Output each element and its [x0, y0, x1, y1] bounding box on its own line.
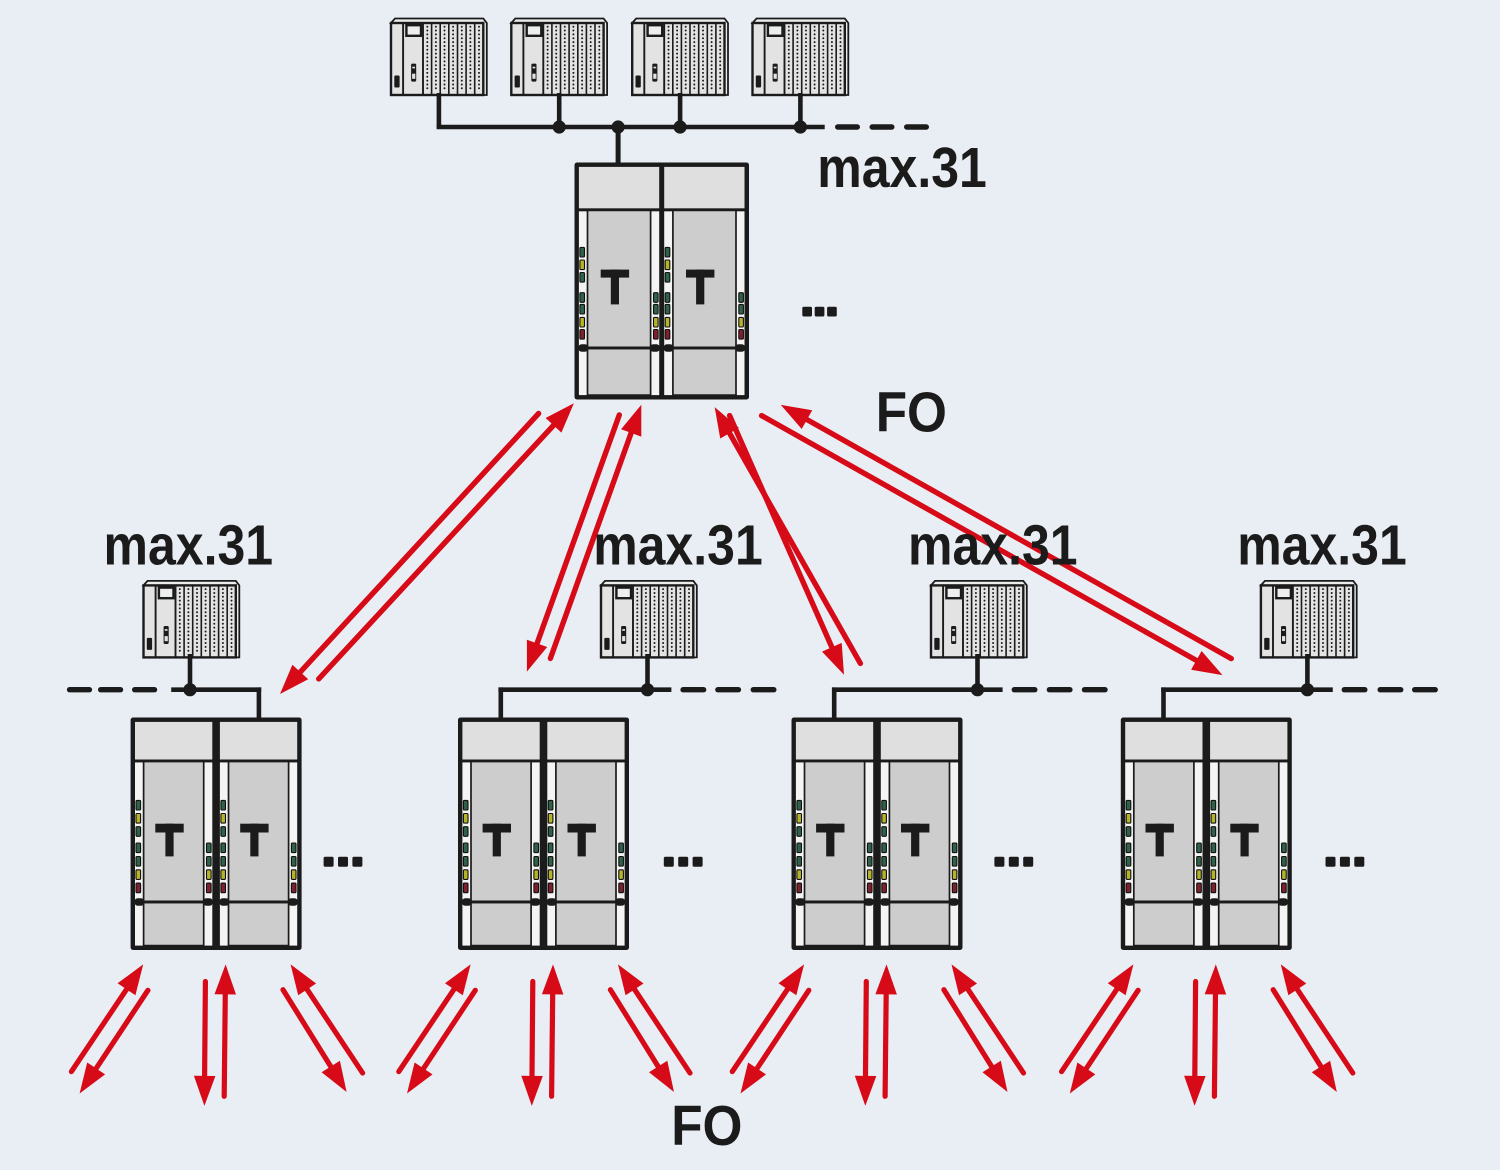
svg-text:max.31: max.31 — [593, 515, 763, 577]
svg-text:FO: FO — [876, 381, 947, 444]
svg-text:max.31: max.31 — [908, 515, 1078, 577]
svg-text:max.31: max.31 — [817, 137, 987, 199]
svg-text:max.31: max.31 — [104, 515, 274, 577]
svg-text:max.31: max.31 — [1237, 515, 1407, 577]
svg-text:FO: FO — [671, 1095, 742, 1158]
